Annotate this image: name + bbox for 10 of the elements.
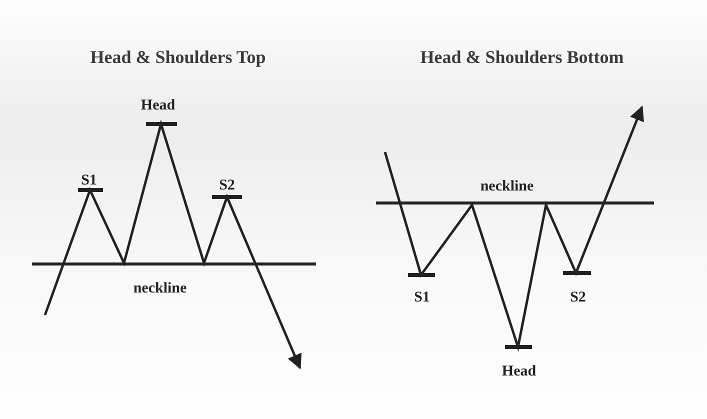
chart-title: Head & Shoulders Top bbox=[90, 48, 266, 66]
pattern-label: Head bbox=[502, 364, 536, 380]
chart-title: Head & Shoulders Bottom bbox=[420, 48, 624, 66]
pattern-label: S2 bbox=[570, 290, 586, 306]
pattern-label: S1 bbox=[414, 290, 430, 306]
pattern-label: S2 bbox=[219, 178, 235, 194]
line-label: neckline bbox=[480, 180, 534, 194]
line-label: neckline bbox=[133, 282, 187, 296]
pattern-label: S1 bbox=[81, 174, 97, 188]
pattern-label: Head bbox=[140, 98, 176, 114]
